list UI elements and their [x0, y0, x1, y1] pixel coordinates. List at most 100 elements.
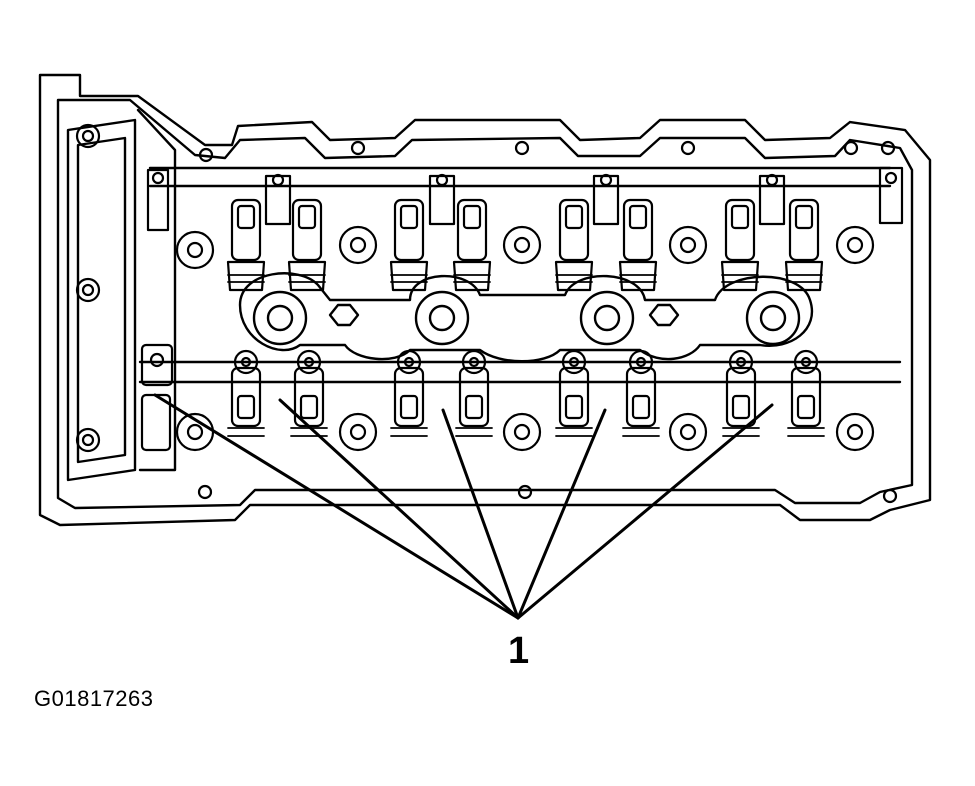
shaft-bolt [461, 349, 487, 375]
head-bolt-boss [846, 236, 864, 254]
shaft-bolt [628, 349, 654, 375]
spark-plug-tube [759, 304, 787, 332]
bolt-hole [198, 147, 214, 163]
spark-plug-tube [414, 290, 470, 346]
left-end-cap [66, 118, 137, 482]
rocker-arm [226, 198, 266, 292]
head-bolt-boss [186, 241, 204, 259]
shaft-bolt [728, 349, 754, 375]
lower-rocker-arms [140, 343, 822, 452]
head-bolt-boss [668, 412, 708, 452]
left-cap-strut [136, 108, 177, 472]
spark-plug-tube [593, 304, 621, 332]
rocker-arm [393, 366, 425, 428]
rocker-arm [618, 198, 658, 292]
head-bolt-boss [513, 236, 531, 254]
rocker-shaft [138, 360, 902, 384]
figure-id: G01817263 [34, 686, 154, 711]
post-bolt [271, 173, 285, 187]
bolt-hole [81, 129, 95, 143]
head-inner-outline [56, 98, 914, 510]
bridge-plate [238, 272, 814, 363]
leader-line [516, 403, 774, 620]
rocker-arm [554, 198, 594, 292]
leader-line [516, 408, 607, 620]
hex-bolt [328, 303, 360, 327]
bolt-hole [81, 283, 95, 297]
spark-plug-tube [428, 304, 456, 332]
bolt-hole [197, 484, 213, 500]
rocker-arm [720, 198, 760, 292]
rail-post [592, 174, 620, 226]
bolt-hole [75, 123, 101, 149]
spark-plug-tube [579, 290, 635, 346]
upper-valve-rail [148, 166, 892, 188]
rocker-arm [389, 198, 429, 292]
spark-plug-tube [266, 304, 294, 332]
rail-post [264, 174, 292, 226]
rocker-arm [784, 198, 824, 292]
spark-plug-tubes [252, 290, 801, 346]
rocker-arm [287, 198, 327, 292]
rocker-shaft-bolts [233, 349, 819, 375]
head-bolt-boss [679, 423, 697, 441]
head-bolt-boss [679, 236, 697, 254]
shaft-bolt [233, 349, 259, 375]
spark-plug-tube [252, 290, 308, 346]
bolt-hole [75, 427, 101, 453]
hex-bolt [648, 303, 680, 327]
rocker-arm [458, 366, 490, 428]
head-bolt-boss [349, 423, 367, 441]
upper-rocker-arms [226, 198, 824, 292]
rocker-arm [790, 366, 822, 428]
head-bolt-boss [835, 412, 875, 452]
rocker-arm [625, 366, 657, 428]
leader-line [153, 393, 520, 620]
bolt-hole [843, 140, 859, 156]
bolt-hole [81, 433, 95, 447]
rocker-arm [558, 366, 590, 428]
head-bolt-boss [338, 225, 378, 265]
shaft-bolt [793, 349, 819, 375]
head-bolt-boss [338, 412, 378, 452]
bolt-hole [517, 484, 533, 500]
bolt-hole [680, 140, 696, 156]
head-bolt-boss [846, 423, 864, 441]
head-bolt-bosses [175, 225, 875, 452]
rocker-arm [230, 366, 262, 428]
rail-post [146, 168, 170, 232]
post-bolt [599, 173, 613, 187]
shaft-bolt [561, 349, 587, 375]
head-outer-outline [38, 73, 932, 527]
rocker-end-bracket [140, 343, 174, 387]
perimeter-bolts [75, 123, 898, 504]
head-bolt-boss [502, 225, 542, 265]
leader-line [278, 398, 520, 620]
bolt-hole [350, 140, 366, 156]
spark-plug-tube [745, 290, 801, 346]
head-bolt-boss [513, 423, 531, 441]
shaft-bolt [296, 349, 322, 375]
post-bolt [435, 173, 449, 187]
callout-number: 1 [508, 630, 530, 672]
rail-post [758, 174, 786, 226]
left-end-cap-inner [76, 136, 127, 464]
bolt-hole [514, 140, 530, 156]
valve-springs [227, 274, 825, 437]
bolt-hole [75, 277, 101, 303]
head-bolt-boss [502, 412, 542, 452]
bolt-hole [882, 488, 898, 504]
post-bolt [884, 171, 898, 185]
leader-line [441, 408, 520, 620]
bolt-hole [880, 140, 896, 156]
head-bolt-boss [186, 423, 204, 441]
upper-rail-posts [146, 166, 904, 232]
shaft-bolt [396, 349, 422, 375]
post-bolt [765, 173, 779, 187]
head-bolt-boss [668, 225, 708, 265]
rail-post [428, 174, 456, 226]
rocker-arm [725, 366, 757, 428]
post-bolt [151, 171, 165, 185]
head-bolt-boss [175, 230, 215, 270]
